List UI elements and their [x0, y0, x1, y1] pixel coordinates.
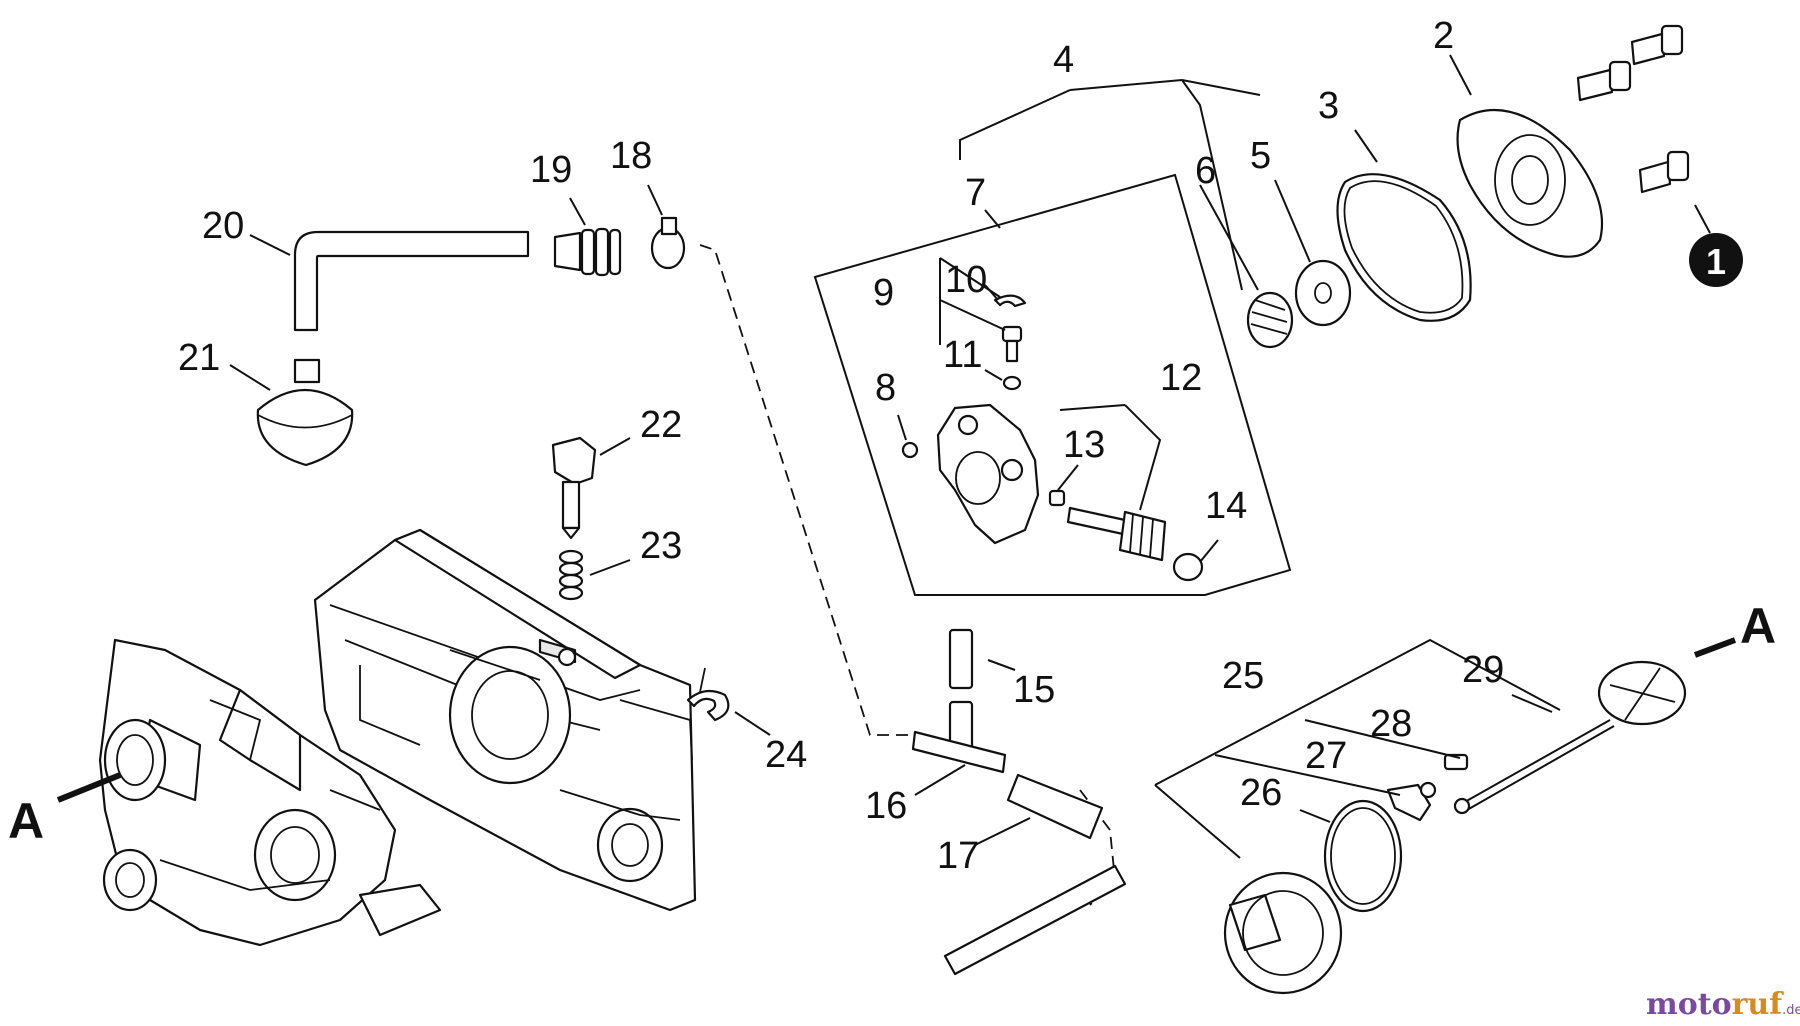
hose-clamp — [650, 216, 686, 270]
part-label-22: 22 — [640, 404, 682, 446]
oil-tank-housing — [313, 528, 697, 912]
part-label-28: 28 — [1370, 703, 1412, 745]
part-label-6: 6 — [1195, 150, 1216, 192]
drive-washer — [1294, 259, 1352, 327]
part-label-19: 19 — [530, 149, 572, 191]
part-label-18: 18 — [610, 135, 652, 177]
badge-number: 1 — [1706, 241, 1726, 282]
part-label-4: 4 — [1053, 39, 1074, 81]
oil-tank-cap — [1223, 871, 1343, 995]
part-label-7: 7 — [965, 172, 986, 214]
connector-pipe — [948, 628, 974, 690]
part-label-9: 9 — [873, 272, 894, 314]
crankcase-left-half — [98, 638, 442, 947]
part-label-21: 21 — [178, 337, 220, 379]
o-ring-small — [901, 441, 919, 459]
spring — [558, 549, 584, 601]
pump-piston — [1048, 489, 1204, 582]
part-label-8: 8 — [875, 367, 896, 409]
oil-hose — [943, 773, 1127, 976]
part-label-17: 17 — [937, 835, 979, 877]
cap-retainer — [1386, 781, 1437, 822]
grommet — [553, 227, 622, 277]
screw — [1630, 24, 1684, 66]
cap-screw — [1443, 753, 1469, 771]
part-label-12: 12 — [1160, 357, 1202, 399]
connector-label-a-right: A — [1740, 598, 1776, 654]
suction-hose — [293, 230, 530, 332]
part-label-14: 14 — [1205, 485, 1247, 527]
cover-plate — [1456, 108, 1604, 258]
svg-text:motoruf.de: motoruf.de — [1646, 987, 1800, 1022]
part-label-20: 20 — [202, 205, 244, 247]
part-labels: 2 3 4 5 6 7 8 9 10 11 12 13 14 15 16 17 … — [178, 15, 1504, 877]
part-label-2: 2 — [1433, 15, 1454, 57]
reference-badge: 1 — [1689, 233, 1743, 287]
oil-pump-body — [936, 403, 1040, 545]
part-label-11: 11 — [943, 334, 982, 376]
cap-seal-ring — [1323, 799, 1403, 913]
circlip — [686, 667, 730, 722]
screw — [1576, 60, 1632, 102]
pump-kit-frame — [813, 173, 1292, 596]
adjusting-screw — [1001, 325, 1023, 391]
part-label-15: 15 — [1013, 669, 1055, 711]
connector-label-a-left: A — [8, 793, 44, 849]
worm-gear — [1246, 291, 1294, 349]
watermark-logo: motoruf.de — [1646, 987, 1800, 1022]
oil-line-path — [699, 244, 915, 736]
oil-filter — [256, 358, 354, 467]
part-label-26: 26 — [1240, 772, 1282, 814]
watermark-part-a: moto — [1646, 987, 1732, 1022]
watermark-part-c: .de — [1782, 1003, 1800, 1018]
retaining-clip — [993, 294, 1027, 308]
oil-strainer — [1453, 660, 1687, 815]
part-label-23: 23 — [640, 525, 682, 567]
part-label-16: 16 — [865, 785, 907, 827]
gasket — [1336, 173, 1472, 322]
part-label-5: 5 — [1250, 135, 1271, 177]
watermark-part-b: ruf — [1732, 987, 1785, 1022]
leader-lines — [56, 54, 1737, 859]
t-connector — [911, 700, 1007, 774]
part-label-27: 27 — [1305, 735, 1347, 777]
part-label-25: 25 — [1222, 655, 1264, 697]
part-label-10: 10 — [945, 259, 987, 301]
adjusting-pin — [551, 436, 597, 540]
part-label-24: 24 — [765, 734, 807, 776]
part-label-13: 13 — [1063, 424, 1105, 466]
part-label-29: 29 — [1462, 649, 1504, 691]
part-label-3: 3 — [1318, 85, 1339, 127]
screw — [1638, 150, 1690, 194]
